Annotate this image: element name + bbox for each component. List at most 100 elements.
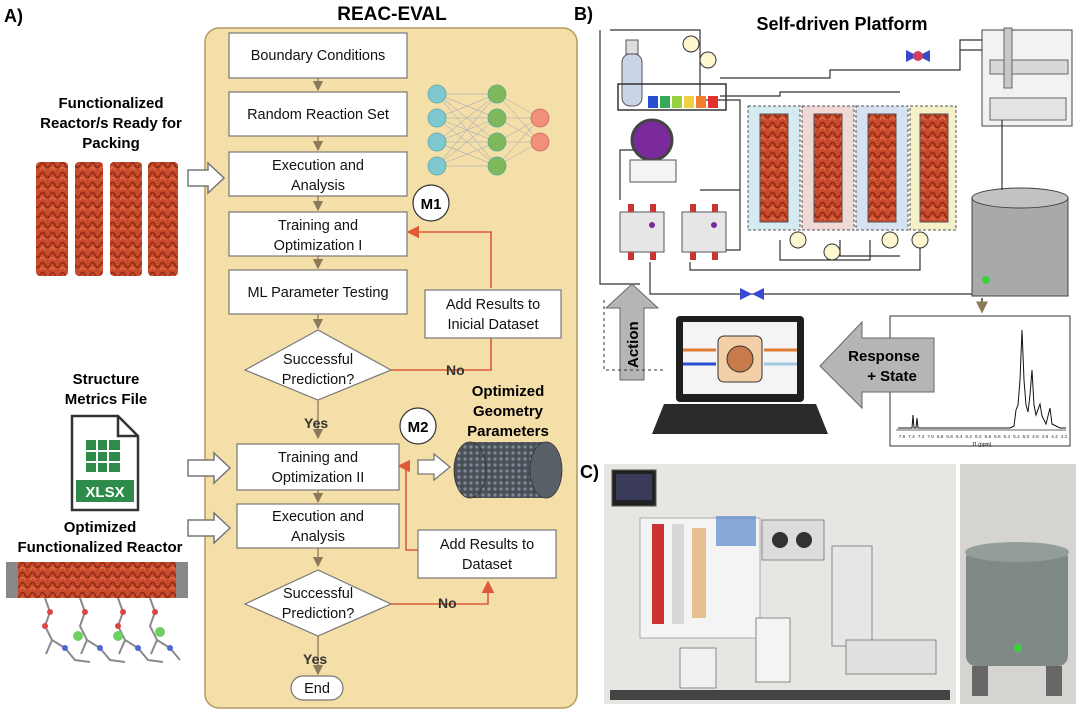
nmr-tick-label: 5.4 <box>1003 434 1010 440</box>
nmr-tick-label: 4.2 <box>1061 434 1068 440</box>
no-label-2: No <box>438 595 457 611</box>
reactor-columns <box>747 105 957 231</box>
nmr-tick-label: 5.2 <box>1013 434 1020 440</box>
decision1-label-1: Successful <box>283 352 353 368</box>
step-training-optimization-2 <box>236 443 400 491</box>
nmr-tick-label: 5.6 <box>994 434 1001 440</box>
optimized-reactor-label-line-2: Functionalized Reactor <box>17 539 182 556</box>
metrics-label-line-2: Metrics File <box>65 391 148 408</box>
reactor-tube-1 <box>36 162 68 276</box>
stirrer-plate <box>629 118 677 183</box>
nmr-tick-label: 6.6 <box>946 434 953 440</box>
step-train1-label-1: Training and <box>278 218 358 234</box>
response-label-1: Response <box>848 348 920 365</box>
geometry-arrow <box>417 452 452 482</box>
reactor-tube-3 <box>110 162 142 276</box>
panel-a-letter: A) <box>4 6 23 26</box>
optimized-reactor-illustration <box>6 562 188 663</box>
step-train2-label-2: Optimization II <box>272 470 365 486</box>
reactors-label-line-3: Packing <box>82 135 140 152</box>
neural-network-icon <box>427 84 550 176</box>
flowchart-title: REAC-EVAL <box>337 4 447 25</box>
step-mltest-label: ML Parameter Testing <box>247 285 388 301</box>
bowtie-valve-2 <box>740 288 764 300</box>
action-label: Action <box>625 321 642 368</box>
nmr-tick-label: 5.8 <box>984 434 991 440</box>
valves <box>682 35 929 261</box>
step-add2-label-1: Add Results to <box>440 537 534 553</box>
step-end-label: End <box>304 681 330 697</box>
step-add-results-dataset <box>417 529 557 579</box>
nmr-tick-label: 6.0 <box>975 434 982 440</box>
nmr-spectrometer <box>971 120 1069 297</box>
step-exec2-label-2: Analysis <box>291 529 345 545</box>
xlsx-file-icon: XLSX <box>70 414 140 512</box>
step-exec2-label-1: Execution and <box>272 509 364 525</box>
m2-badge-label: M2 <box>408 419 429 436</box>
yes-label-1: Yes <box>304 415 328 431</box>
input-arrow-1 <box>187 161 226 195</box>
nmr-tick-label: 7.4 <box>908 434 915 440</box>
nmr-axis-label: f1 (ppm) <box>973 442 992 448</box>
functionalized-reactors-illustration <box>36 162 178 276</box>
nmr-spectrum-trace <box>898 329 1066 429</box>
step-boundary-label: Boundary Conditions <box>251 48 386 64</box>
geometry-label-line-1: Optimized <box>472 383 545 400</box>
step-train1-label-2: Optimization I <box>274 238 363 254</box>
optimized-reactor-label-line-1: Optimized <box>64 519 137 536</box>
panel-c-letter: C) <box>580 462 599 482</box>
reactors-label: Functionalized Reactor/s Ready for Packi… <box>40 95 182 152</box>
gas-cylinder <box>621 39 643 107</box>
reactor-tube-4 <box>148 162 178 276</box>
decision-successful-prediction-1 <box>243 329 393 401</box>
lab-photo-nmr <box>960 464 1076 704</box>
nmr-tick-label: 6.2 <box>965 434 972 440</box>
nmr-tick-label: 4.4 <box>1051 434 1058 440</box>
liquid-handler <box>981 27 1073 127</box>
pump-2 <box>681 204 727 260</box>
step-add2-label-2: Dataset <box>462 557 512 573</box>
nmr-tick-label: 4.8 <box>1032 434 1039 440</box>
input-arrows <box>187 161 232 545</box>
decision2-label-1: Successful <box>283 586 353 602</box>
response-label-2: + State <box>867 368 917 385</box>
reagent-tray <box>617 83 727 111</box>
nmr-tick-label: 7.6 <box>899 434 906 440</box>
pump-1 <box>619 204 665 260</box>
metrics-label: Structure Metrics File <box>65 371 148 408</box>
xlsx-file-label: XLSX <box>85 484 124 501</box>
step-boundary-conditions <box>228 32 408 79</box>
geometry-label-line-3: Parameters <box>467 423 549 440</box>
response-state-arrow: Response + State <box>819 320 935 410</box>
step-exec1-label-2: Analysis <box>291 178 345 194</box>
metrics-label-line-1: Structure <box>73 371 140 388</box>
step-add1-label-1: Add Results to <box>446 297 540 313</box>
step-random-label: Random Reaction Set <box>247 107 389 123</box>
reactors-label-line-1: Functionalized <box>59 95 164 112</box>
lab-photo-main <box>604 464 956 704</box>
step-add-results-initial <box>424 289 562 339</box>
decision2-label-2: Prediction? <box>282 606 355 622</box>
step-add1-label-2: Inicial Dataset <box>447 317 538 333</box>
geometry-label-line-2: Geometry <box>473 403 544 420</box>
step-execution-analysis-2 <box>236 503 400 549</box>
optimized-reactor-label: Optimized Functionalized Reactor <box>17 519 182 556</box>
m1-badge-label: M1 <box>421 196 442 213</box>
step-training-optimization-1 <box>228 211 408 257</box>
laptop <box>652 316 828 434</box>
geometry-label: Optimized Geometry Parameters <box>467 383 549 440</box>
reactors-label-line-2: Reactor/s Ready for <box>40 115 182 132</box>
no-label-1: No <box>446 362 465 378</box>
step-train2-label-1: Training and <box>278 450 358 466</box>
platform-title: Self-driven Platform <box>756 14 927 34</box>
step-end <box>290 675 344 701</box>
step-ml-parameter-testing <box>228 269 408 315</box>
panel-b-letter: B) <box>574 4 593 24</box>
step-exec1-label-1: Execution and <box>272 158 364 174</box>
nmr-tick-label: 5.0 <box>1023 434 1030 440</box>
m1-badge: M1 <box>412 184 450 222</box>
reactor-tube-2 <box>75 162 103 276</box>
nmr-tick-label: 4.6 <box>1042 434 1049 440</box>
decision-successful-prediction-2 <box>243 569 393 637</box>
